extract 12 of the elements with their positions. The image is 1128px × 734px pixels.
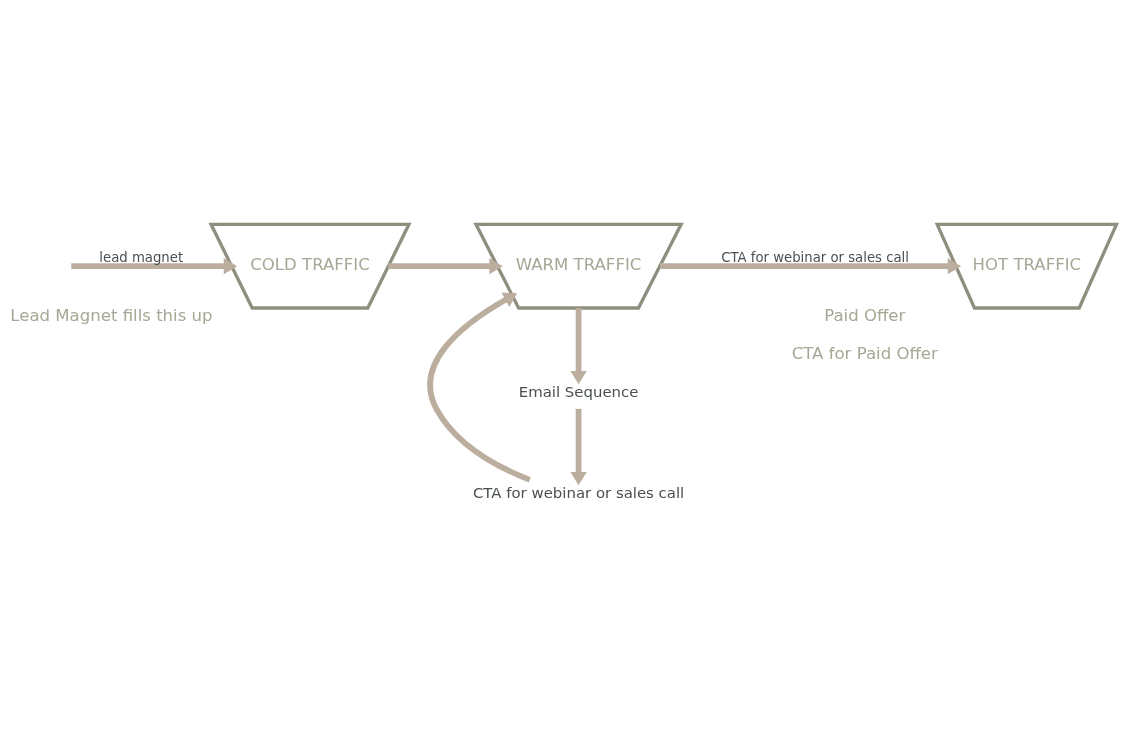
arrow <box>71 257 238 275</box>
edge-label: lead magnet <box>99 249 184 265</box>
node-label: Paid Offer <box>824 306 906 326</box>
node-text: Email Sequence <box>518 383 639 402</box>
arrow <box>570 308 587 385</box>
arrow <box>388 257 503 275</box>
edge-label: CTA for webinar or sales call <box>721 249 909 265</box>
arrow <box>660 257 962 275</box>
node-label: CTA for Paid Offer <box>791 344 938 364</box>
arrow <box>427 292 531 483</box>
arrow <box>570 408 587 486</box>
node-text: CTA for webinar or sales call <box>472 484 685 503</box>
